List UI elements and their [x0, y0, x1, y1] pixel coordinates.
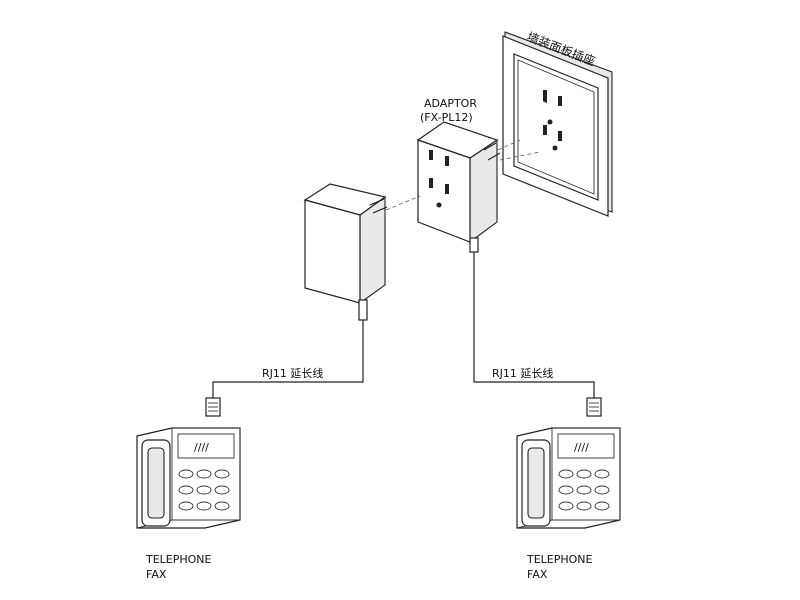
left-telephone: //// TELEPHONE FAX [136, 397, 241, 581]
left-keypad [178, 469, 230, 511]
right-phone-label-line2: FAX [527, 568, 548, 581]
alignment-guides [385, 139, 541, 211]
right-keypad [558, 469, 610, 511]
right-rj11-plug [586, 397, 602, 417]
left-cable-label: RJ11 延长线 [262, 366, 323, 380]
power-supply [303, 183, 388, 321]
left-rj11-cable: RJ11 延长线 [212, 320, 364, 398]
left-rj11-plug [205, 397, 221, 417]
left-phone-label-line2: FAX [146, 568, 167, 581]
left-phone-label-line1: TELEPHONE [145, 553, 212, 566]
wall-outlet-slots [543, 90, 562, 151]
right-phone-display-marks: //// [574, 441, 589, 454]
right-phone-label-line1: TELEPHONE [526, 553, 593, 566]
adaptor-outlet-slots [429, 150, 449, 208]
left-handset [141, 439, 171, 527]
right-cable-label: RJ11 延长线 [492, 366, 553, 380]
adaptor-model-label: (FX-PL12) [420, 111, 473, 124]
adaptor-unit: ADAPTOR (FX-PL12) [416, 97, 501, 262]
right-telephone: //// TELEPHONE FAX [516, 397, 621, 581]
wall-outlet: 墙装面板插座 [502, 29, 613, 217]
adaptor-label: ADAPTOR [424, 97, 477, 110]
right-rj11-cable: RJ11 延长线 [473, 262, 595, 398]
right-handset [521, 439, 551, 527]
left-phone-display-marks: //// [194, 441, 209, 454]
